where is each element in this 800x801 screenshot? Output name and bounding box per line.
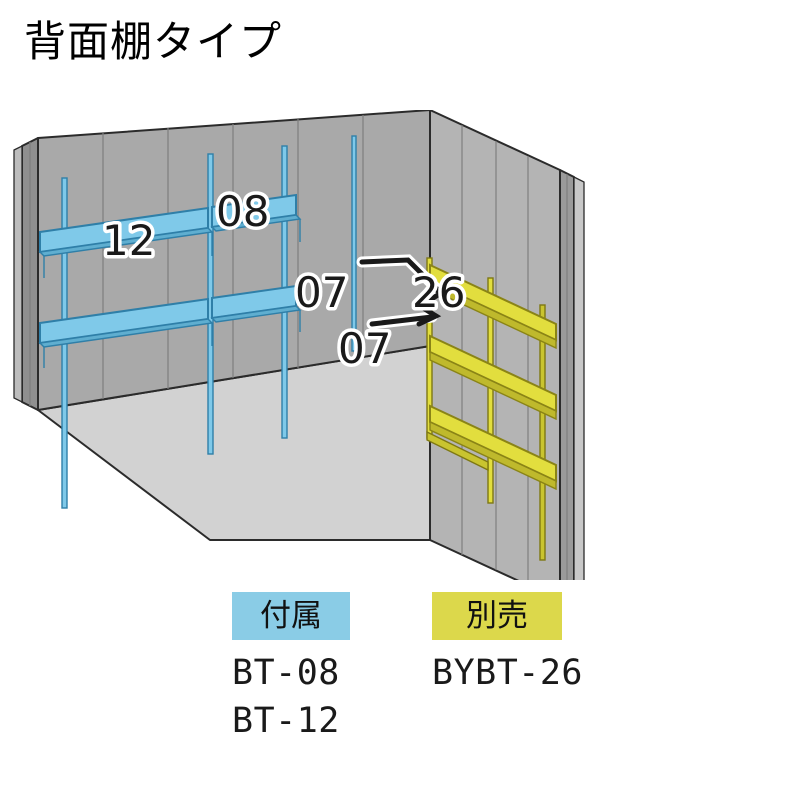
shelf-included-upper-12 — [38, 206, 214, 278]
legend-codes-optional: BYBT-26 — [432, 649, 583, 697]
label-shelf-26: 26 26 — [409, 265, 469, 321]
svg-text:08: 08 — [216, 187, 269, 236]
shelf-included-upper-08 — [210, 193, 302, 242]
svg-text:08: 08 — [216, 187, 269, 236]
svg-text:26: 26 — [412, 268, 465, 317]
svg-text:07: 07 — [338, 324, 391, 373]
svg-text:26: 26 — [412, 268, 465, 317]
right-wall-seams — [461, 125, 529, 580]
label-shelf-07-lower: 07 07 — [335, 321, 395, 377]
legend-code-bt12: BT-12 — [232, 701, 340, 742]
shelf-included-lower-08 — [210, 284, 302, 332]
shed-right-edge-posts — [559, 169, 585, 580]
legend: 付属 BT-08 BT-12 別売 BYBT-26 — [0, 592, 800, 782]
legend-group-included: 付属 BT-08 BT-12 — [232, 592, 350, 746]
shelf-optional-middle-07 — [429, 334, 557, 421]
back-wall-seams — [102, 115, 364, 399]
svg-text:12: 12 — [102, 216, 155, 265]
legend-group-optional: 別売 BYBT-26 — [432, 592, 583, 697]
legend-codes-included: BT-08 BT-12 — [232, 649, 350, 746]
shelf-optional-lower — [429, 404, 557, 491]
legend-badge-optional: 別売 — [432, 592, 562, 640]
page-title: 背面棚タイプ — [24, 17, 283, 66]
svg-text:12: 12 — [102, 216, 155, 265]
shelf-included-lower-12 — [38, 297, 214, 368]
svg-text:07: 07 — [295, 268, 348, 317]
legend-code-bt08: BT-08 — [232, 653, 340, 693]
label-shelf-12: 12 12 — [99, 213, 159, 269]
diagram-container: .ol { stroke:#2B2B2B; stroke-width:2; st… — [0, 110, 800, 580]
legend-badge-included: 付属 — [232, 592, 350, 640]
label-shelf-08: 08 08 — [213, 184, 273, 240]
storage-shed-diagram: .ol { stroke:#2B2B2B; stroke-width:2; st… — [13, 110, 585, 580]
label-shelf-07-upper: 07 07 — [292, 265, 352, 321]
svg-text:07: 07 — [338, 324, 391, 373]
callout-leader-26 — [356, 254, 446, 330]
svg-text:07: 07 — [295, 268, 348, 317]
legend-code-bybt26: BYBT-26 — [432, 653, 584, 693]
shed-left-wall-edge — [13, 137, 39, 411]
